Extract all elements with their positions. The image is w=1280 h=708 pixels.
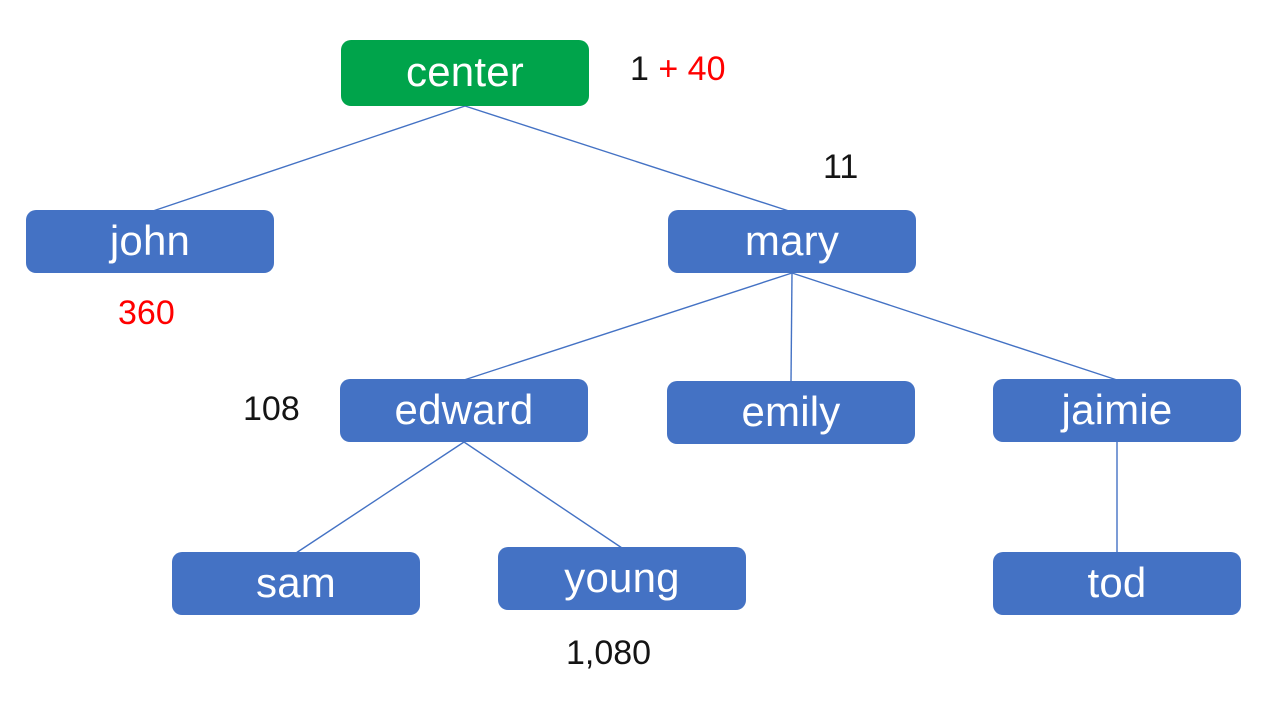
node-label-tod: tod [1087,558,1147,606]
annotation-part-center-count-2: + 40 [658,50,726,88]
edge-center-to-mary [464,105,793,213]
annotation-part-center-count-1 [649,50,658,88]
annotation-part-edward-count-0: 108 [243,390,300,428]
node-label-edward: edward [394,385,534,433]
edge-mary-to-emily [790,272,793,383]
node-mary[interactable]: mary [668,210,916,273]
edge-mary-to-jaimie [791,272,1118,381]
node-john[interactable]: john [26,210,274,273]
node-emily[interactable]: emily [667,381,915,444]
annotation-part-center-count-0: 1 [630,50,649,88]
node-young[interactable]: young [498,547,746,610]
annotation-part-young-count-0: 1,080 [566,634,652,672]
edge-edward-to-young [463,441,623,549]
edge-center-to-john [149,105,466,213]
node-label-john: john [109,216,191,264]
edge-edward-to-sam [295,441,465,554]
node-label-center: center [406,48,524,95]
node-label-emily: emily [741,387,841,435]
annotation-part-mary-count-0: 11 [823,148,859,186]
annotation-young-count: 1,080 [566,636,651,670]
node-edward[interactable]: edward [340,379,588,442]
annotation-part-john-count-0: 360 [118,294,175,332]
annotation-center-count: 1 + 40 [630,52,726,86]
node-label-mary: mary [744,216,840,264]
node-sam[interactable]: sam [172,552,420,615]
annotation-mary-count: 11 [823,150,858,184]
node-tod[interactable]: tod [993,552,1241,615]
node-label-sam: sam [256,558,336,606]
node-label-jaimie: jaimie [1061,385,1173,433]
edge-mary-to-edward [463,272,793,381]
node-jaimie[interactable]: jaimie [993,379,1241,442]
annotation-edward-count: 108 [243,392,300,426]
annotation-john-count: 360 [118,296,175,330]
node-label-young: young [564,553,680,601]
node-center[interactable]: center [341,40,589,106]
